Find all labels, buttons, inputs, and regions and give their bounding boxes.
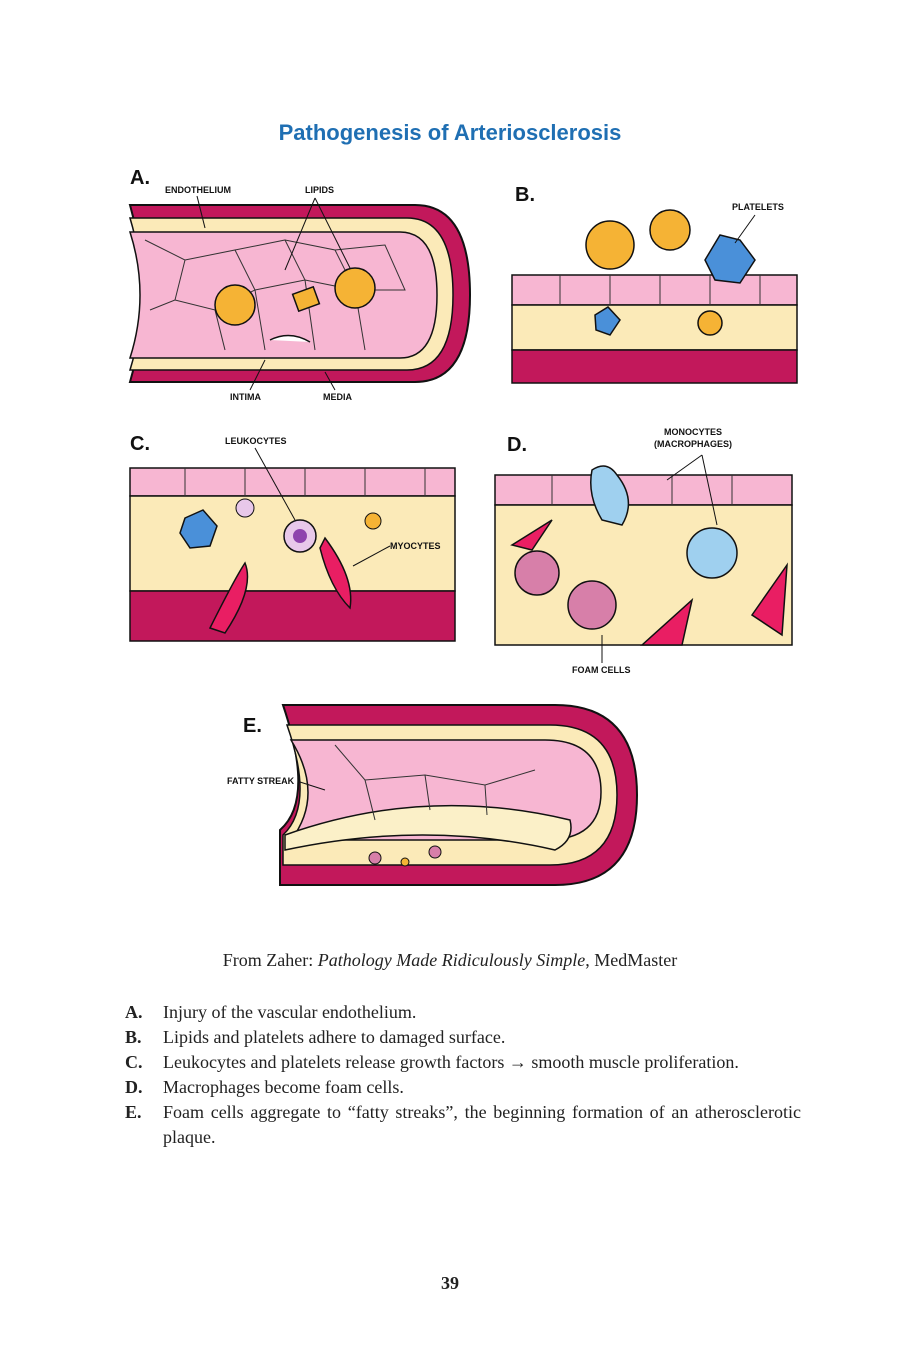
label-foam-cells: FOAM CELLS [572, 665, 631, 675]
panel-b-letter: B. [515, 184, 535, 206]
panel-a-illustration: A. ENDOTHELIUM LIPIDS INTIMA MEDIA [128, 167, 472, 402]
item-text: Lipids and platelets adhere to damaged s… [163, 1027, 506, 1047]
panel-c-letter: C. [130, 433, 150, 455]
label-fatty-streak: FATTY STREAK [227, 776, 295, 786]
figure-caption: From Zaher: Pathology Made Ridiculously … [0, 950, 900, 971]
item-text: Macrophages become foam cells. [163, 1077, 404, 1097]
label-monocytes: MONOCYTES [664, 427, 722, 437]
step-list: A. Injury of the vascular endothelium. B.… [125, 1000, 801, 1150]
item-key: C. [125, 1052, 143, 1072]
list-item: A. Injury of the vascular endothelium. [125, 1000, 801, 1025]
item-key: D. [125, 1077, 143, 1097]
list-item: B. Lipids and platelets adhere to damaged… [125, 1025, 801, 1050]
item-text: Leukocytes and platelets release growth … [163, 1052, 739, 1072]
item-key: A. [125, 1002, 143, 1022]
caption-suffix: , MedMaster [585, 950, 678, 970]
panel-e-letter: E. [243, 715, 262, 737]
label-platelets: PLATELETS [732, 202, 784, 212]
item-key: E. [125, 1102, 142, 1122]
label-macrophages: (MACROPHAGES) [654, 439, 732, 449]
caption-prefix: From Zaher: [222, 950, 318, 970]
panel-a-letter: A. [130, 167, 150, 189]
list-item: C. Leukocytes and platelets release growt… [125, 1050, 801, 1075]
page-title: Pathogenesis of Arteriosclerosis [278, 120, 622, 145]
page-number: 39 [441, 1273, 459, 1293]
panel-c-illustration: C. LEUKOCYTES MYOCYTES [129, 433, 456, 642]
item-text: Injury of the vascular endothelium. [163, 1002, 417, 1022]
item-key: B. [125, 1027, 142, 1047]
caption-book-title: Pathology Made Ridiculously Simple [317, 950, 586, 970]
label-media: MEDIA [323, 392, 353, 402]
panel-b-illustration: B. PLATELETS [511, 184, 798, 384]
panel-d-illustration: D. MONOCYTES (MACROPHAGES) FOAM CELLS [494, 427, 793, 675]
panel-d-letter: D. [507, 434, 527, 456]
label-leukocytes: LEUKOCYTES [225, 436, 287, 446]
label-lipids: LIPIDS [305, 185, 334, 195]
list-item: E. Foam cells aggregate to “fatty streaks… [125, 1100, 801, 1150]
label-intima: INTIMA [230, 392, 261, 402]
panel-e-illustration: E. FATTY STREAK [227, 704, 639, 886]
list-item: D. Macrophages become foam cells. [125, 1075, 801, 1100]
label-endothelium: ENDOTHELIUM [165, 185, 231, 195]
label-myocytes: MYOCYTES [390, 541, 441, 551]
item-text: Foam cells aggregate to “fatty streaks”,… [163, 1102, 801, 1147]
